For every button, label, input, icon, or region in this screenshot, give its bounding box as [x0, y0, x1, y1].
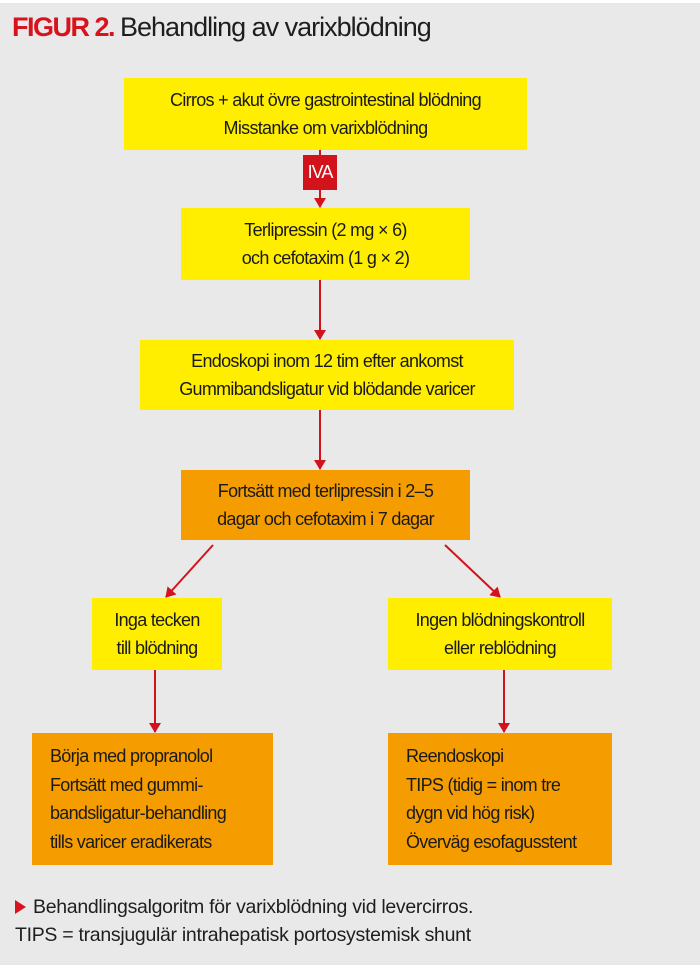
node-no-control: Ingen blödningskontroll eller reblödning	[388, 598, 612, 670]
node-text: Gummibandsligatur vid blödande varicer	[179, 379, 475, 399]
arrow-continue-to-no-bleeding	[165, 544, 214, 598]
node-text: Fortsätt med terlipressin i 2–5	[217, 481, 434, 501]
node-endoscopy: Endoskopi inom 12 tim efter ankomst Gumm…	[140, 340, 514, 410]
node-text: Börja med propranolol	[50, 746, 213, 766]
node-text: Reendoskopi	[406, 746, 504, 766]
node-text: Terlipressin (2 mg × 6)	[244, 220, 407, 240]
arrow-continue-to-no-control	[444, 544, 501, 598]
node-text: TIPS (tidig = inom tre	[406, 774, 561, 795]
figure-title-text: Behandling av varixblödning	[120, 12, 432, 42]
caption-triangle-icon	[15, 900, 26, 914]
figure-caption: Behandlingsalgoritm för varixblödning vi…	[15, 893, 473, 949]
node-text: Misstanke om varixblödning	[223, 118, 429, 138]
node-no-bleeding: Inga tecken till blödning	[92, 598, 222, 670]
node-initial-treatment: Terlipressin (2 mg × 6) och cefotaxim (1…	[181, 208, 470, 280]
node-continue: Fortsätt med terlipressin i 2–5 dagar oc…	[181, 470, 470, 540]
caption-line-1: Behandlingsalgoritm för varixblödning vi…	[33, 896, 474, 918]
node-text: dygn vid hög risk)	[406, 803, 535, 823]
node-text: Överväg esofagusstent	[406, 831, 577, 852]
node-text: dagar och cefotaxim i 7 dagar	[217, 509, 435, 529]
node-text: Fortsätt med gummi-	[50, 774, 203, 795]
node-text: Ingen blödningskontroll	[415, 610, 585, 630]
node-text: till blödning	[116, 638, 199, 658]
node-start: Cirros + akut övre gastrointestinal blöd…	[124, 78, 527, 150]
node-text: och cefotaxim (1 g × 2)	[241, 248, 410, 268]
node-no-bleeding-action: Börja med propranolol Fortsätt med gummi…	[32, 733, 273, 865]
node-text: eller reblödning	[444, 638, 557, 658]
iva-badge: IVA	[303, 155, 337, 190]
node-text: Endoskopi inom 12 tim efter ankomst	[191, 351, 463, 371]
caption-line-2: TIPS = transjugulär intrahepatisk portos…	[15, 924, 471, 946]
figure-title: FIGUR 2.Behandling av varixblödning	[12, 12, 432, 43]
node-text: Cirros + akut övre gastrointestinal blöd…	[170, 90, 482, 110]
node-no-control-action: Reendoskopi TIPS (tidig = inom tre dygn …	[388, 733, 612, 865]
node-text: bandsligatur-behandling	[50, 803, 227, 823]
figure-label: FIGUR 2.	[12, 12, 116, 42]
node-text: Inga tecken	[114, 610, 200, 630]
node-text: tills varicer eradikerats	[50, 831, 212, 852]
